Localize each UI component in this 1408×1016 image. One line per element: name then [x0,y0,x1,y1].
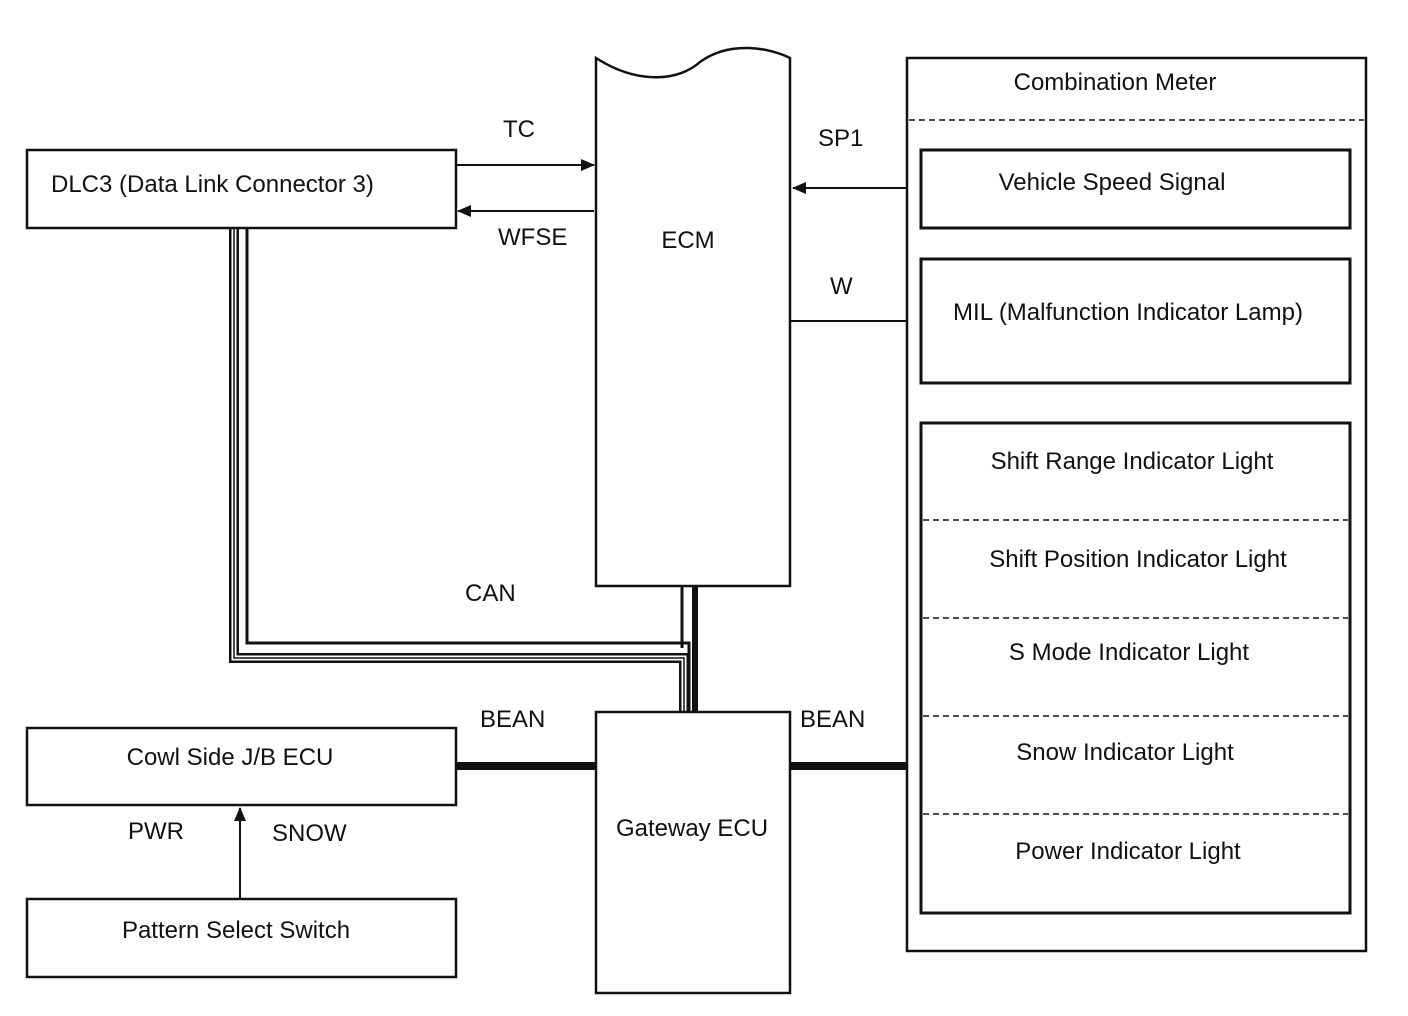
vehicle-speed-label: Vehicle Speed Signal [999,169,1226,196]
mil-label: MIL (Malfunction Indicator Lamp) [953,299,1303,326]
indicator-snow: Snow Indicator Light [1016,739,1234,766]
can-bus [229,228,698,712]
vehicle-speed-box [919,148,1352,230]
cowl-label: Cowl Side J/B ECU [127,744,334,771]
gateway-label: Gateway ECU [616,815,768,842]
combination-meter-block: Combination Meter Vehicle Speed Signal M… [905,56,1368,953]
pattern-label: Pattern Select Switch [122,917,350,944]
dlc3-block: DLC3 (Data Link Connector 3) [25,148,458,230]
tc-label: TC [503,116,535,143]
sp1-label: SP1 [818,125,863,152]
indicator-shift-range: Shift Range Indicator Light [991,448,1274,475]
mil-box [919,257,1352,385]
can-label: CAN [465,580,516,607]
snow-label: SNOW [272,820,347,847]
indicator-s-mode: S Mode Indicator Light [1009,639,1249,666]
bean-left-label: BEAN [480,706,545,733]
ecm-block: ECM [594,46,792,588]
cowl-side-jb-ecu-block: Cowl Side J/B ECU [25,726,458,807]
wfse-label: WFSE [498,224,567,251]
dlc3-label: DLC3 (Data Link Connector 3) [51,171,374,198]
meter-title: Combination Meter [1014,69,1217,96]
pwr-label: PWR [128,818,184,845]
ecm-label: ECM [661,227,714,254]
pattern-select-switch-block: Pattern Select Switch [25,897,458,979]
w-label: W [830,273,853,300]
indicator-lights-box [919,421,1352,915]
indicator-power: Power Indicator Light [1015,838,1241,865]
bean-right-label: BEAN [800,706,865,733]
gateway-ecu-block: Gateway ECU [594,710,792,995]
indicator-shift-position: Shift Position Indicator Light [989,546,1287,573]
